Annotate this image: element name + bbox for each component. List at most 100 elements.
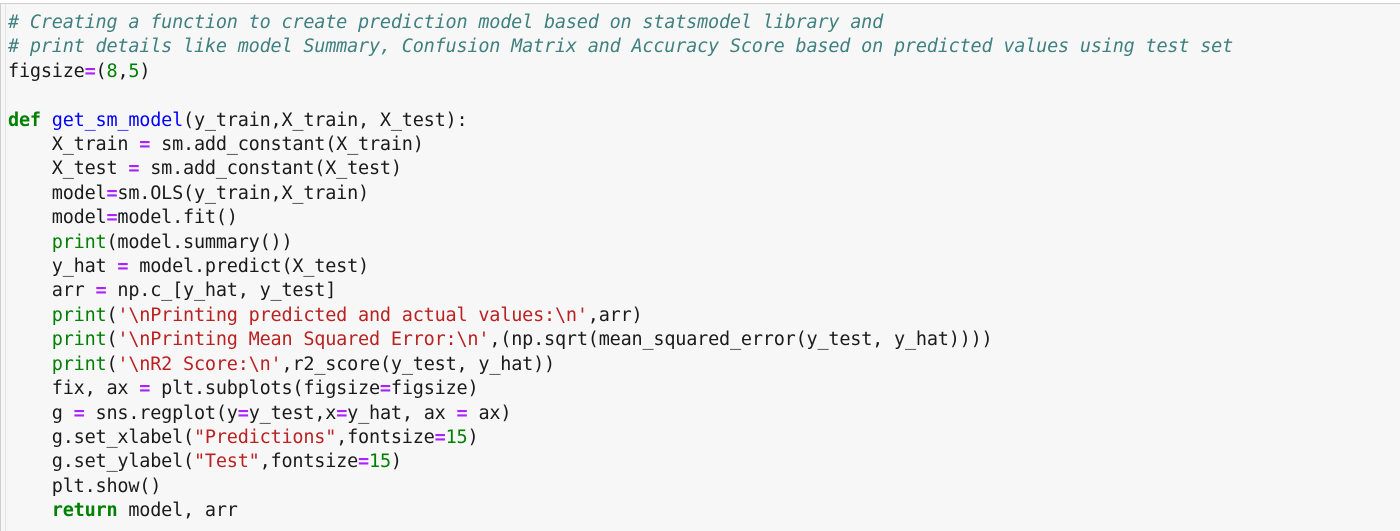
- code-token: [8, 232, 52, 253]
- code-line: g.set_xlabel("Predictions",fontsize=15): [8, 426, 479, 448]
- code-token: =: [117, 256, 129, 278]
- code-token: =: [358, 451, 369, 473]
- code-token: "Predictions": [193, 426, 337, 448]
- code-line: arr = np.c_[y_hat, y_test]: [8, 280, 337, 302]
- code-editor-area[interactable]: # Creating a function to create predicti…: [8, 11, 1400, 524]
- code-line: print('\nPrinting Mean Squared Error:\n'…: [8, 329, 993, 351]
- code-line: def get_sm_model(y_train,X_train, X_test…: [8, 109, 468, 131]
- code-token: =: [84, 60, 96, 82]
- code-token: fix, ax: [8, 378, 140, 400]
- code-line: y_hat = model.predict(X_test): [8, 256, 369, 277]
- code-token: plt.show(): [8, 475, 162, 497]
- code-token: 8: [106, 60, 118, 82]
- code-token: (: [106, 304, 118, 326]
- code-line: model=sm.OLS(y_train,X_train): [8, 183, 369, 204]
- code-token: model, arr: [117, 500, 238, 522]
- code-token: '\nR2 Score:\n': [117, 353, 282, 375]
- code-token: ): [467, 426, 479, 448]
- code-token: =: [456, 402, 468, 424]
- code-token: 5: [128, 60, 140, 82]
- code-token: "Test": [193, 451, 260, 473]
- code-token: model.fit(): [117, 207, 238, 229]
- code-token: 15: [445, 426, 468, 448]
- code-token: ,r2_score(y_test, y_hat)): [281, 353, 556, 375]
- code-token: g.set_ylabel(: [8, 451, 194, 473]
- code-line: return model, arr: [8, 500, 238, 521]
- code-token: sm.add_constant(X_train): [150, 134, 424, 156]
- code-token: ax): [467, 402, 512, 424]
- code-token: figsize: [8, 60, 85, 82]
- code-token: model: [8, 207, 107, 229]
- code-token: [8, 354, 52, 375]
- code-token: =: [139, 134, 151, 156]
- code-token: [8, 500, 52, 521]
- code-token: =: [128, 158, 140, 180]
- code-token: def: [8, 109, 41, 131]
- code-token: (: [106, 329, 118, 351]
- code-token: X_test: [8, 158, 129, 180]
- code-line: X_train = sm.add_constant(X_train): [8, 134, 424, 155]
- code-token: return: [51, 500, 118, 522]
- code-token: g: [8, 402, 74, 424]
- code-token: (: [95, 60, 107, 82]
- code-token: y_test,x: [248, 402, 337, 424]
- code-token: print: [51, 304, 107, 326]
- code-token: =: [106, 207, 118, 229]
- code-line: print('\nPrinting predicted and actual v…: [8, 304, 643, 326]
- code-token: [41, 110, 52, 131]
- code-token: =: [237, 402, 249, 424]
- code-line: figsize=(8,5): [8, 61, 150, 82]
- code-token: =: [95, 280, 107, 302]
- code-token: =: [434, 426, 446, 448]
- code-token: ,fontsize: [259, 451, 359, 473]
- code-token: sns.regplot(y: [84, 402, 238, 424]
- code-line: plt.show(): [8, 475, 162, 497]
- code-token: =: [73, 402, 85, 424]
- code-token: [8, 329, 52, 350]
- code-token: print: [51, 231, 107, 253]
- code-token: [8, 305, 52, 326]
- code-token: =: [379, 378, 391, 400]
- code-line: # Creating a function to create predicti…: [8, 12, 883, 33]
- code-token: y_hat, ax: [347, 402, 457, 424]
- code-token: model: [8, 182, 107, 204]
- code-token: ,(np.sqrt(mean_squared_error(y_test, y_h…: [489, 329, 993, 351]
- code-token: '\nPrinting Mean Squared Error:\n': [117, 329, 490, 351]
- code-token: ,: [117, 60, 129, 82]
- code-token: # Creating a function to create predicti…: [8, 12, 884, 33]
- code-token: sm.OLS(y_train,X_train): [117, 182, 369, 204]
- code-token: plt.subplots(figsize: [150, 378, 380, 400]
- code-line: # print details like model Summary, Conf…: [8, 36, 1233, 57]
- code-line: X_test = sm.add_constant(X_test): [8, 158, 402, 179]
- code-line: g = sns.regplot(y=y_test,x=y_hat, ax = a…: [8, 402, 512, 424]
- code-token: =: [139, 378, 151, 400]
- code-token: =: [106, 182, 118, 204]
- code-line: g.set_ylabel("Test",fontsize=15): [8, 451, 402, 472]
- code-token: model.predict(X_test): [128, 256, 369, 278]
- code-token: ,fontsize: [336, 426, 435, 448]
- code-token: print: [51, 329, 107, 351]
- code-line: print('\nR2 Score:\n',r2_score(y_test, y…: [8, 354, 555, 375]
- code-token: (model.summary()): [106, 231, 293, 253]
- code-token: get_sm_model: [51, 109, 184, 131]
- code-line: print(model.summary()): [8, 231, 293, 253]
- code-token: print: [51, 353, 107, 375]
- code-token: y_hat: [8, 256, 118, 278]
- code-token: arr: [8, 280, 96, 302]
- code-token: g.set_xlabel(: [8, 426, 194, 448]
- code-token: '\nPrinting predicted and actual values:…: [117, 304, 588, 326]
- code-token: ,arr): [587, 304, 643, 326]
- code-token: ): [139, 60, 151, 82]
- code-token: np.c_[y_hat, y_test]: [106, 280, 337, 302]
- code-token: (: [106, 353, 118, 375]
- jupyter-code-cell[interactable]: # Creating a function to create predicti…: [0, 3, 1400, 531]
- code-token: X_train: [8, 134, 140, 156]
- code-token: =: [336, 402, 348, 424]
- code-token: (y_train,X_train, X_test):: [183, 109, 468, 131]
- code-line: fix, ax = plt.subplots(figsize=figsize): [8, 378, 479, 400]
- code-token: # print details like model Summary, Conf…: [8, 36, 1234, 58]
- code-token: 15: [369, 451, 391, 473]
- code-token: ): [390, 451, 402, 473]
- code-line: model=model.fit(): [8, 207, 238, 228]
- code-token: sm.add_constant(X_test): [139, 158, 402, 180]
